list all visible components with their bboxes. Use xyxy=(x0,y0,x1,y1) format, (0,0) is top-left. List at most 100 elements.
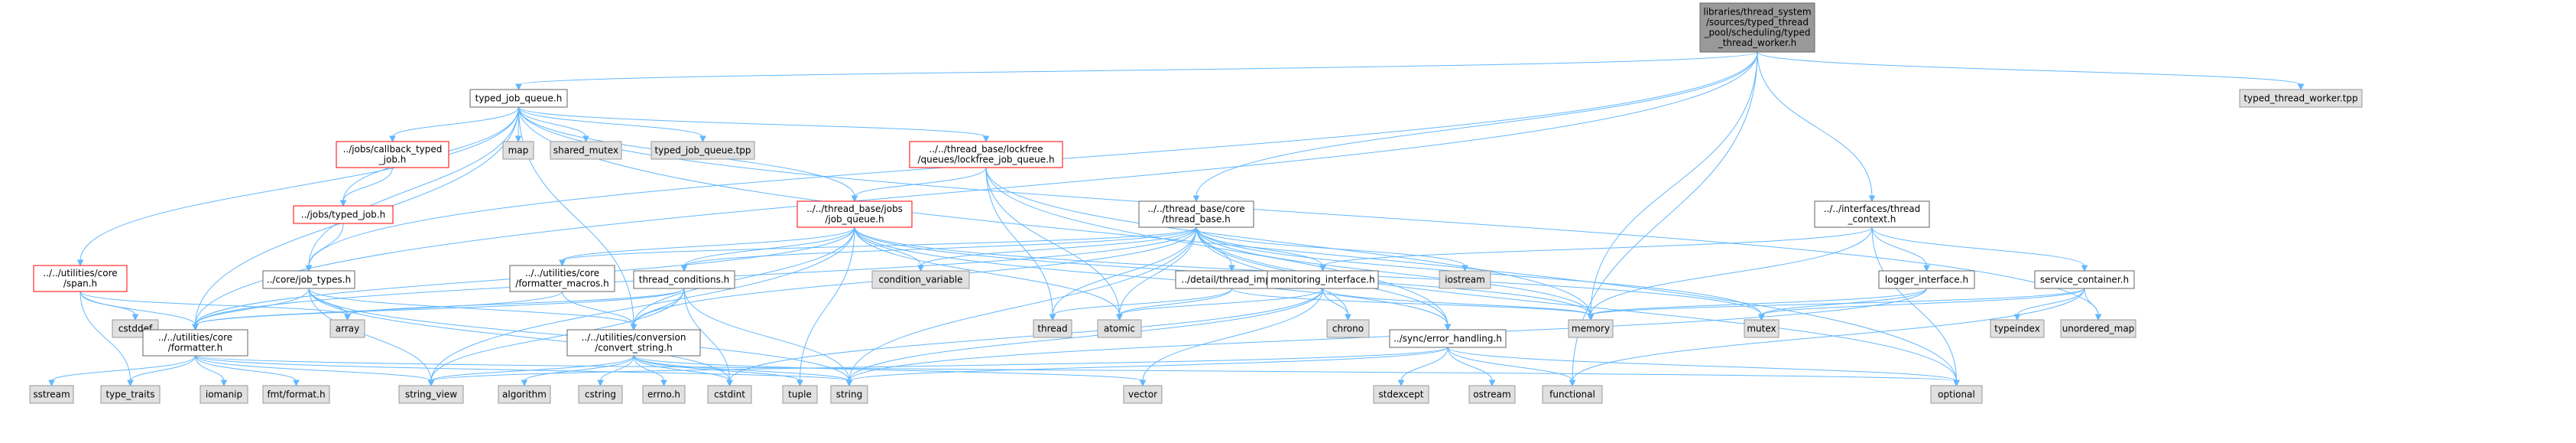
arrowhead-errh-to-string xyxy=(845,379,853,387)
edge-tbase-to-tcond xyxy=(683,226,1197,267)
edge-span-to-formatter xyxy=(79,291,196,326)
node-box-tjqtpp xyxy=(650,141,755,160)
node-tctx[interactable]: ../../interfaces/thread_context.h xyxy=(1814,200,1930,228)
arrowhead-tbase-to-tcond xyxy=(680,265,688,272)
edge-tjq-to-cbjob xyxy=(392,106,519,138)
edge-root-to-ttwtpp xyxy=(1757,51,2302,86)
edge-tbase-to-atomic xyxy=(1119,226,1197,316)
node-label-span: /span.h xyxy=(63,279,97,289)
node-box-tuple xyxy=(782,385,818,404)
arrowhead-svc-to-mutex xyxy=(1758,314,1765,321)
node-box-jobtypes xyxy=(262,270,355,289)
edge-monif-to-string xyxy=(848,288,1323,382)
node-tcond[interactable]: thread_conditions.h xyxy=(633,270,735,289)
edge-detail-to-memory xyxy=(1231,288,1591,316)
edge-lfq-to-memory xyxy=(985,167,1591,316)
node-label-cstring: cstring xyxy=(585,389,616,399)
node-tuple: tuple xyxy=(782,385,818,404)
edge-formatter-to-stringview xyxy=(195,355,432,382)
node-algorithm: algorithm xyxy=(498,385,551,404)
edge-logif-to-memory xyxy=(1590,288,1927,316)
node-lfq[interactable]: ../../thread_base/lockfree/queues/lockfr… xyxy=(909,141,1063,168)
edge-svc-to-functional xyxy=(1572,288,2085,382)
arrowhead-formatter-to-fmtformat xyxy=(293,379,300,387)
node-mutex: mutex xyxy=(1744,319,1780,338)
node-span[interactable]: ../../utilities/core/span.h xyxy=(33,265,128,292)
node-label-convstr: /convert_string.h xyxy=(595,343,673,353)
node-label-tbase: ../../thread_base/core xyxy=(1147,204,1244,214)
arrowhead-tbase-to-condvar xyxy=(917,265,924,272)
node-label-cbjob: _job.h xyxy=(378,155,407,165)
arrowhead-tjq-to-span xyxy=(76,259,84,267)
node-jobq[interactable]: ../../thread_base/jobs/job_queue.h xyxy=(796,200,913,228)
node-label-optional: optional xyxy=(1938,389,1975,399)
edge-tcond-to-stringview xyxy=(430,288,685,382)
edge-root-to-tbase xyxy=(1196,51,1758,197)
node-label-tjq: typed_job_queue.h xyxy=(475,93,563,103)
node-root[interactable]: libraries/thread_system/sources/typed_th… xyxy=(1699,2,1815,53)
node-condvar: condition_variable xyxy=(871,270,970,289)
node-detail[interactable]: ../detail/thread_impl.h xyxy=(1175,270,1289,289)
edge-formatter-to-sstream xyxy=(51,355,196,382)
node-box-cstdint xyxy=(707,385,752,404)
edge-errh-to-stringview xyxy=(430,347,1449,382)
arrowhead-span-to-cstddef xyxy=(131,314,139,321)
arrowhead-convstr-to-cstring xyxy=(597,379,604,387)
node-convstr[interactable]: ../../utilities/conversion/convert_strin… xyxy=(566,329,701,357)
edge-monif-to-cstdint xyxy=(729,288,1323,382)
node-typedjob[interactable]: ../jobs/typed_job.h xyxy=(293,205,394,224)
node-label-shmutex: shared_mutex xyxy=(553,145,618,155)
node-label-root: libraries/thread_system xyxy=(1703,7,1811,18)
node-memory: memory xyxy=(1568,319,1614,338)
node-svc[interactable]: service_container.h xyxy=(2034,270,2135,289)
edge-tbase-to-iostream xyxy=(1196,226,1465,267)
edge-tcond-to-formatter xyxy=(195,288,685,326)
arrowhead-root-to-tbase xyxy=(1192,195,1200,203)
arrowhead-lfq-to-jobq xyxy=(851,195,858,203)
edge-tcond-to-convstr xyxy=(633,288,685,326)
node-label-stdexcept: stdexcept xyxy=(1379,389,1424,399)
node-label-tctx: ../../interfaces/thread xyxy=(1824,204,1921,214)
edge-jobq-to-fmtmacros xyxy=(562,226,855,262)
edge-layer xyxy=(48,51,2305,387)
node-errh[interactable]: ../sync/error_handling.h xyxy=(1389,329,1507,348)
node-box-lfq xyxy=(909,141,1063,168)
node-box-svc xyxy=(2034,270,2135,289)
edge-tjq-to-jobtypes xyxy=(308,106,519,267)
edge-jobq-to-convstr xyxy=(633,226,855,326)
edge-detail-to-atomic xyxy=(1119,288,1232,316)
edge-monif-to-vector xyxy=(1142,288,1323,382)
arrowhead-formatter-to-sstream xyxy=(48,379,55,387)
node-iostream: iostream xyxy=(1439,270,1491,289)
node-label-typedjob: ../jobs/typed_job.h xyxy=(301,209,385,220)
node-cbjob[interactable]: ../jobs/callback_typed_job.h xyxy=(336,141,449,168)
node-fmtmacros[interactable]: ../../utilities/core/formatter_macros.h xyxy=(509,265,615,292)
edge-tjq-to-span xyxy=(79,106,519,262)
node-label-string: string xyxy=(836,389,862,399)
node-box-map xyxy=(502,141,534,160)
edge-monif-to-atomic xyxy=(1119,288,1323,316)
node-box-formatter xyxy=(142,329,248,357)
node-errnoh: errno.h xyxy=(642,385,686,404)
node-monif[interactable]: monitoring_interface.h xyxy=(1267,270,1379,289)
node-jobtypes[interactable]: ../core/job_types.h xyxy=(262,270,355,289)
edge-svc-to-memory xyxy=(1590,288,2085,316)
edge-errh-to-ostream xyxy=(1447,347,1493,382)
node-box-fmtmacros xyxy=(509,265,615,292)
edge-tbase-to-optional xyxy=(1196,226,1957,382)
node-label-thread: thread xyxy=(1037,323,1067,334)
node-stdexcept: stdexcept xyxy=(1373,385,1429,404)
node-tjq[interactable]: typed_job_queue.h xyxy=(469,89,568,108)
node-logif[interactable]: logger_interface.h xyxy=(1878,270,1975,289)
node-stringview: string_view xyxy=(398,385,464,404)
node-formatter[interactable]: ../../utilities/core/formatter.h xyxy=(142,329,248,357)
edge-tctx-to-logif xyxy=(1871,226,1927,267)
edge-tbase-to-thread xyxy=(1052,226,1197,316)
arrowhead-root-to-tctx xyxy=(1868,195,1876,203)
node-box-cstring xyxy=(578,385,623,404)
node-tbase[interactable]: ../../thread_base/core/thread_base.h xyxy=(1138,200,1254,228)
edge-tctx-to-memory xyxy=(1590,226,1873,316)
node-label-fmtmacros: ../../utilities/core xyxy=(525,268,599,279)
arrowhead-convstr-to-vector xyxy=(1139,379,1147,387)
